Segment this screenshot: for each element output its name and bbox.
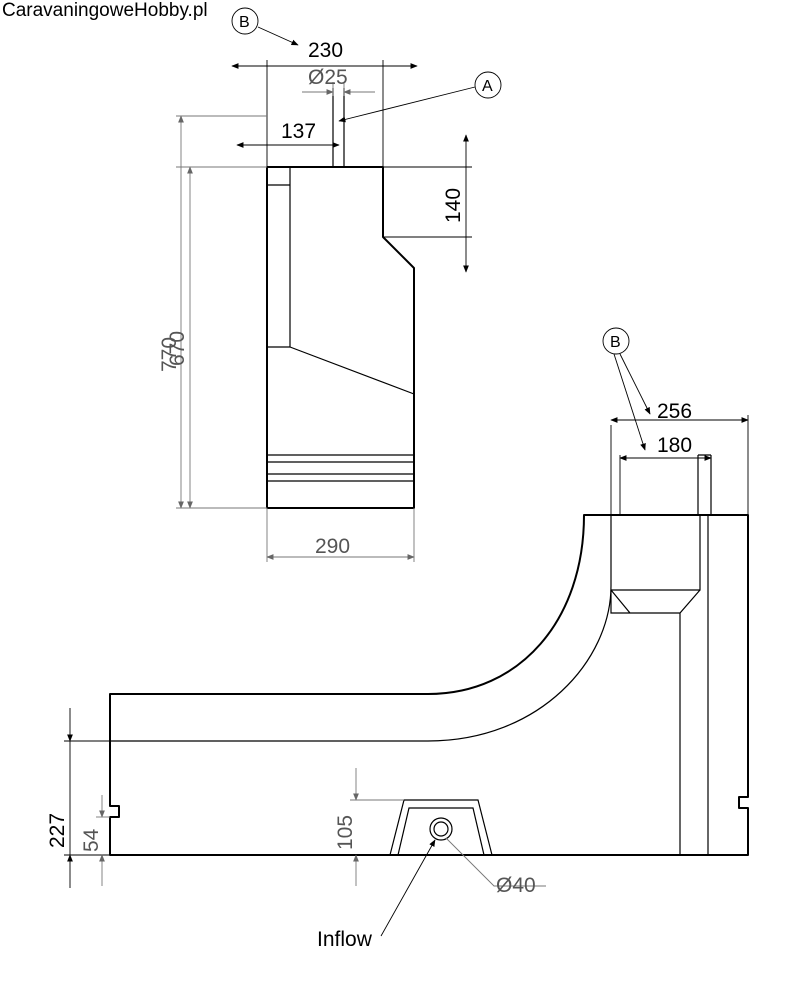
side-view-funnel (610, 515, 701, 855)
dim-54: 54 (80, 828, 103, 852)
dim-670: 670 (166, 331, 189, 366)
dim-227: 227 (46, 813, 69, 848)
right-pipe (697, 454, 712, 855)
top-view-grooves (267, 454, 414, 482)
watermark-text: CaravaningoweHobby.pl (2, 0, 208, 21)
inlet-socket (389, 799, 493, 856)
side-view-dimensions: 256 180 B 227 54 105 Ø40 Inflow (46, 327, 749, 951)
top-view (266, 88, 415, 509)
callout-b-top: B (231, 7, 299, 46)
top-pipe (332, 88, 345, 168)
callout-b-right: B (602, 327, 651, 451)
dim-105: 105 (334, 815, 357, 850)
side-view-outline (109, 514, 749, 856)
inflow-label: Inflow (317, 928, 373, 951)
dim-256: 256 (657, 400, 692, 423)
dim-290: 290 (315, 535, 350, 558)
dim-diameter-40: Ø40 (496, 874, 536, 897)
callout-a: A (338, 71, 502, 123)
top-view-outline (266, 166, 415, 509)
top-view-dimensions: 230 Ø25 137 140 770 670 290 (158, 39, 472, 562)
inlet-hole (429, 817, 453, 841)
svg-text:A: A (482, 78, 493, 95)
dim-230: 230 (308, 39, 343, 62)
dim-137: 137 (281, 120, 316, 143)
top-view-slope-line (289, 346, 415, 395)
side-view (109, 454, 749, 856)
dim-180: 180 (657, 434, 692, 457)
top-view-inner-rail (267, 167, 291, 348)
svg-text:B: B (610, 334, 621, 351)
dim-140: 140 (442, 188, 465, 223)
dim-diameter-25: Ø25 (308, 66, 348, 89)
dim-770: 770 (158, 337, 181, 372)
svg-text:B: B (239, 14, 250, 31)
side-view-inner-curve (110, 515, 612, 742)
